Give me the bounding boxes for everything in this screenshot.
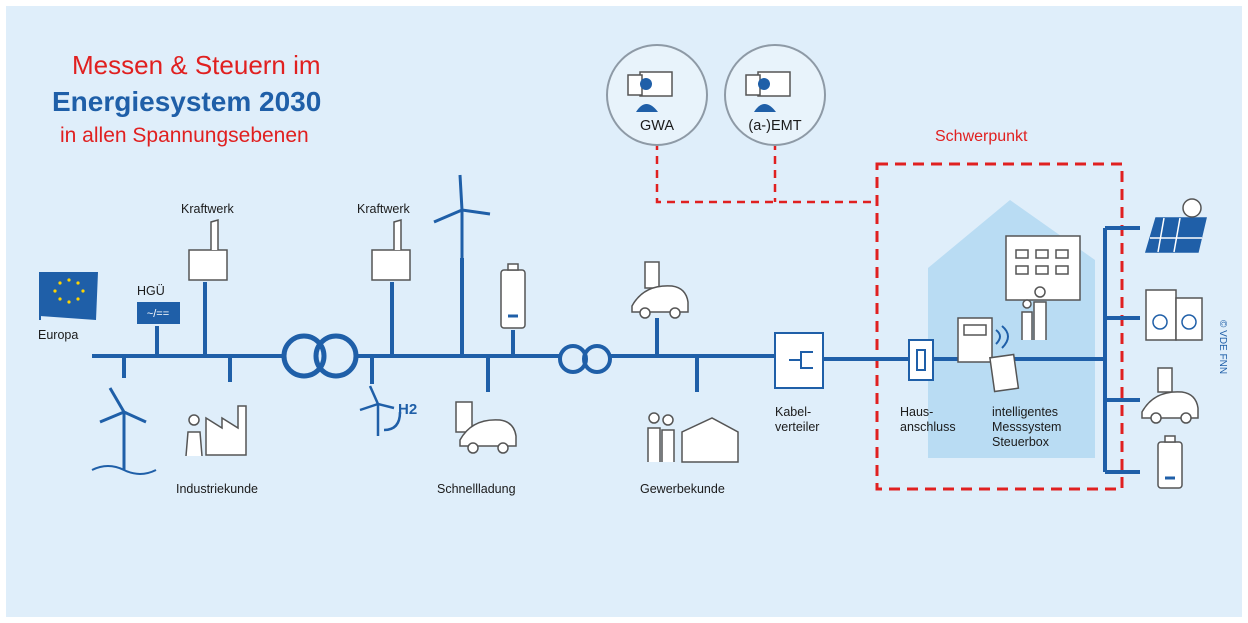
focus-box — [875, 162, 1124, 491]
solar-panel-icon — [1144, 198, 1207, 253]
battery-icon — [1157, 435, 1183, 489]
kraftwerk-label: Kraftwerk — [357, 202, 410, 216]
family-icon — [1021, 286, 1047, 340]
hausanschluss-icon — [908, 339, 934, 381]
commercial-building-icon — [647, 412, 739, 463]
ev-charging-icon — [631, 261, 689, 319]
operator-icon — [627, 71, 673, 112]
h2-label: H2 — [398, 401, 417, 418]
power-plant-icon — [188, 219, 228, 281]
title-line-2: Energiesystem 2030 — [52, 86, 322, 117]
transformer-icon — [313, 333, 359, 379]
battery-icon — [500, 263, 526, 329]
title-line-1: Messen & Steuern im — [72, 50, 321, 80]
messsystem-label: intelligentes Messsystem Steuerbox — [992, 405, 1062, 449]
focus-label: Schwerpunkt — [935, 128, 1028, 145]
kraftwerk-label: Kraftwerk — [181, 202, 234, 216]
heat-pump-icon — [1145, 289, 1203, 341]
europa-label: Europa — [38, 328, 79, 342]
ev-charging-icon — [1141, 367, 1199, 424]
smart-meter-icon — [957, 317, 1020, 393]
operator-icon — [745, 71, 791, 112]
ev-charging-icon — [455, 401, 517, 454]
title-line-3: in allen Spannungsebenen — [60, 124, 309, 147]
power-plant-icon — [371, 219, 411, 281]
industry-icon — [185, 405, 247, 457]
copyright-text: © VDE FNN — [1217, 320, 1228, 375]
transformer-icon — [582, 344, 612, 374]
industriekunde-label: Industriekunde — [176, 482, 259, 496]
wind-turbine-icon — [433, 174, 491, 262]
transformer-icon — [281, 333, 327, 379]
schnellladung-label: Schnellladung — [437, 482, 516, 496]
eu-flag-icon — [39, 272, 98, 320]
gwa-label: GWA — [639, 118, 675, 134]
hgue-label: HGÜ — [137, 284, 165, 298]
kabelverteiler-label: Kabel- verteiler — [775, 405, 820, 434]
hgue-symbol: ~/== — [147, 308, 169, 320]
hausanschluss-label: Haus- anschluss — [900, 405, 956, 434]
wind-turbine-icon — [359, 385, 402, 436]
kabelverteiler-icon — [774, 332, 824, 389]
hgue-box — [137, 302, 180, 324]
gewerbekunde-label: Gewerbekunde — [640, 482, 725, 496]
emt-label: (a-)EMT — [748, 118, 802, 134]
communication-link — [655, 142, 877, 204]
wind-turbine-icon — [91, 387, 157, 475]
